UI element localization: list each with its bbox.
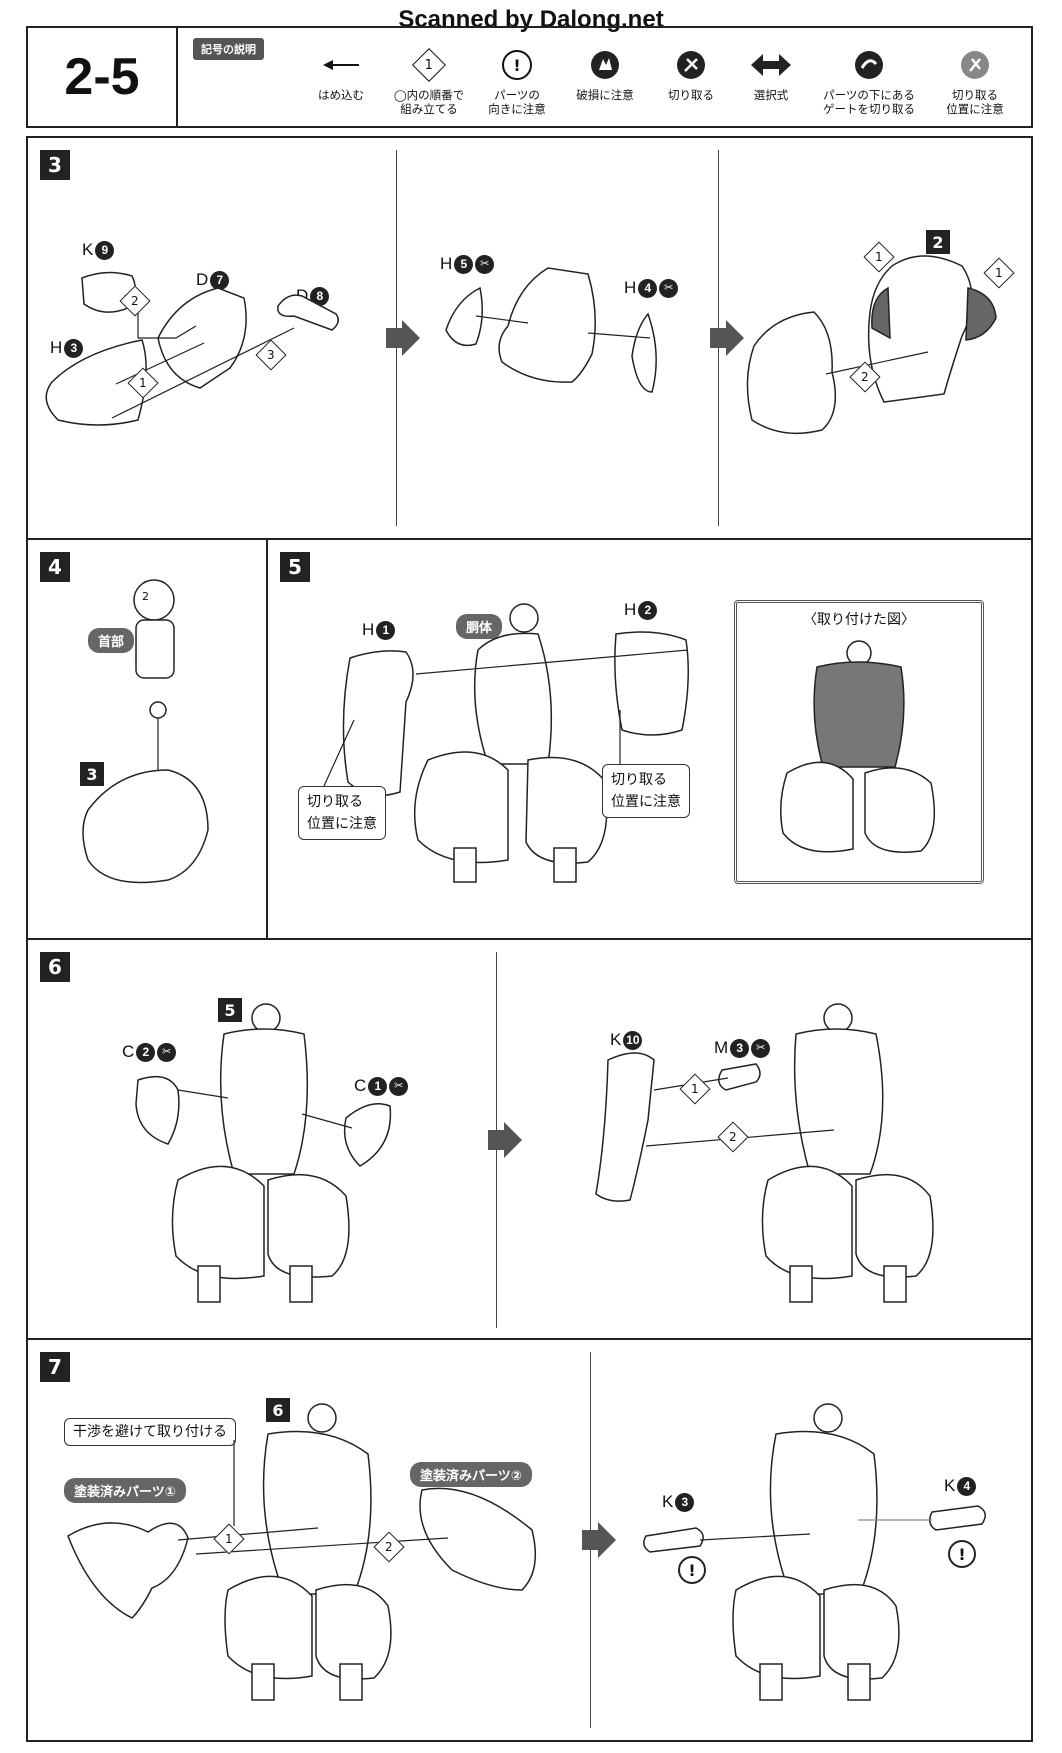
legend-label: パーツの下にある ゲートを切り取る [823,88,915,116]
exclamation-icon: ! [502,50,532,80]
legend-item-breakage: 破損に注意 [550,46,660,102]
inset-caption: 〈取り付けた図〉 [803,612,915,628]
legend-item-cut: 切り取る [636,46,746,102]
cut-position-note-right: 切り取る 位置に注意 [602,764,690,818]
cut-icon: ✂ [389,1077,409,1097]
arrow-next-icon [582,1522,616,1558]
neck-label: 首部 [88,628,135,653]
header-bar: 2-5 記号の説明 はめ込む 1 ◯内の順番で 組み立てる ! パーツの 向きに… [26,26,1033,128]
step-4-illustration [82,579,209,884]
cut-icon: ✂ [157,1043,177,1063]
direction-caution-icon: ! [678,1556,706,1584]
cut-position-note-left: 切り取る 位置に注意 [298,786,386,840]
subassembly-marker: 2 [926,230,950,254]
legend-label: はめ込む [318,88,364,102]
cut-icon: ✂ [751,1039,771,1059]
step-7a-illustration [67,1403,537,1701]
part-d8-shape [277,294,339,331]
part-h3-shape [45,339,147,426]
subassembly-marker: 3 [80,762,104,786]
step-number: 5 [280,552,310,582]
legend-label: パーツの 向きに注意 [488,88,546,116]
arrow-next-icon [710,320,744,356]
cut-icon: ✂ [659,279,679,299]
cut-position-icon [961,51,989,79]
cut-icon [677,51,705,79]
assembled-illustration [780,640,936,853]
legend-label: ◯内の順番で 組み立てる [393,88,465,116]
cut-icon: ✂ [475,255,495,275]
neck-mark: 2 [142,590,149,603]
assembled-inset: 〈取り付けた図〉 [734,600,984,884]
legend-label: 選択式 [753,88,789,102]
legend-label: 破損に注意 [576,88,634,102]
step-6a-illustration [135,1003,392,1303]
step-3b-illustration [445,267,657,393]
legend-item-order: 1 ◯内の順番で 組み立てる [374,46,484,116]
torso-label: 胴体 [456,614,503,639]
step-3-panel: 3 K9 D7 D8 H3 2 1 3 H5✂ H4✂ 2 1 1 2 [26,136,1033,540]
legend-item-snap: はめ込む [286,46,396,102]
legend-title: 記号の説明 [193,38,264,60]
step-number: 4 [40,552,70,582]
breakage-icon [591,51,619,79]
step-3c-illustration [746,255,997,435]
legend-label: 切り取る [668,88,714,102]
step-number: 3 [40,150,70,180]
step-5-illustration [323,603,689,883]
painted-part-1-label: 塗装済みパーツ① [64,1478,186,1503]
gate-cut-icon [855,51,883,79]
step-6b-illustration [595,1003,934,1303]
step-number: 6 [40,952,70,982]
step-4-panel: 4 首部 3 2 [26,538,272,940]
subassembly-marker: 6 [266,1398,290,1422]
arrow-next-icon [386,320,420,356]
legend-label: 切り取る 位置に注意 [946,88,1004,116]
watermark-text: Scanned by Dalong.net [398,6,664,33]
double-arrow-icon [751,54,791,76]
arrow-left-icon [323,60,359,70]
step-7b-illustration [643,1403,986,1701]
arrow-next-icon [488,1122,522,1158]
step-number: 7 [40,1352,70,1382]
interference-note: 干渉を避けて取り付ける [64,1418,236,1446]
legend-item-gate-cut: パーツの下にある ゲートを切り取る [814,46,924,116]
subassembly-marker: 5 [218,998,242,1022]
painted-part-2-label: 塗装済みパーツ② [410,1462,532,1487]
legend-item-cut-position: 切り取る 位置に注意 [920,46,1030,116]
legend-item-direction: ! パーツの 向きに注意 [462,46,572,116]
direction-caution-icon: ! [948,1540,976,1568]
order-number-icon: 1 [412,48,446,82]
page-step-number: 2-5 [28,28,178,126]
legend-item-optional: 選択式 [716,46,826,102]
